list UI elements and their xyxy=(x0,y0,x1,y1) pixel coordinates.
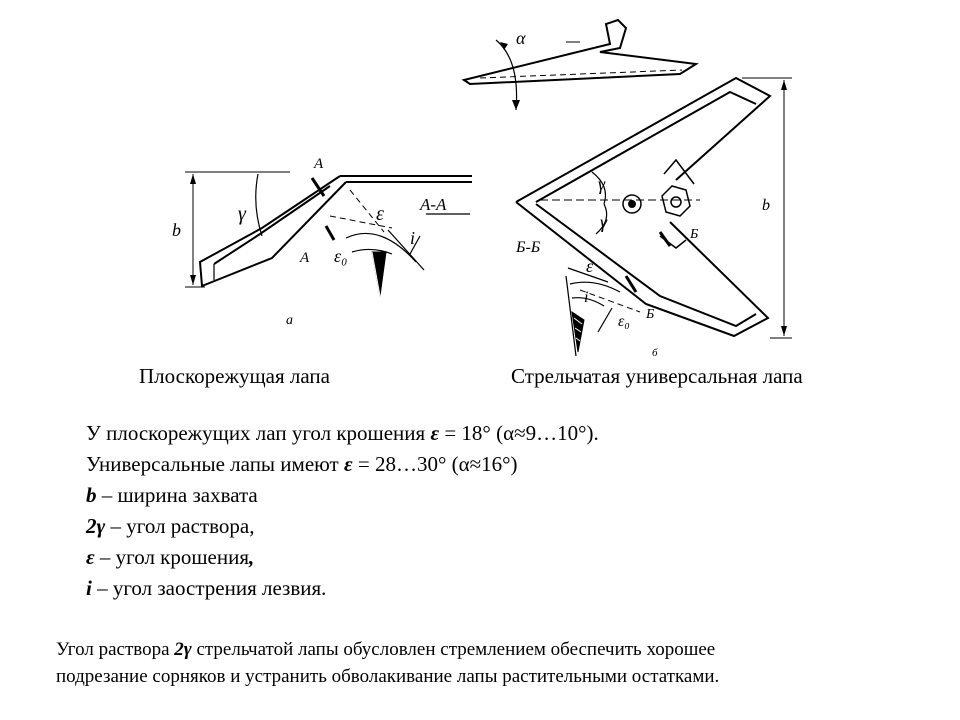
label-section-aa: A-A xyxy=(419,195,447,214)
2gamma-symbol: 2γ xyxy=(86,514,106,538)
line-flat-paw-angle: У плоскорежущих лап угол крошения ε = 18… xyxy=(86,418,599,449)
label-B-right-2: Б xyxy=(645,307,654,322)
label-B-right-1: Б xyxy=(689,227,698,242)
caption-arrow-paw: Стрельчатая универсальная лапа xyxy=(511,364,803,388)
side-view-drawing xyxy=(461,18,699,111)
line-text: У плоскорежущих лап угол крошения xyxy=(86,421,431,445)
note-text: Угол раствора xyxy=(56,639,175,660)
line-rest: – угол раствора, xyxy=(105,514,255,538)
label-A-top: A xyxy=(313,156,324,172)
label-A-bottom: A xyxy=(299,250,310,266)
note-line-2: подрезание сорняков и устранить обволаки… xyxy=(56,666,720,687)
line-def-b: b – ширина захвата xyxy=(86,480,599,511)
caption-flat-cutting-paw: Плоскорежущая лапа xyxy=(139,364,330,388)
line-universal-paw-angle: Универсальные лапы имеют ε = 28…30° (α≈1… xyxy=(86,449,599,480)
label-eps-left: ε xyxy=(376,203,384,225)
line-rest: – ширина захвата xyxy=(96,483,258,507)
label-b-small: б xyxy=(652,347,658,359)
epsilon-symbol: ε xyxy=(430,421,440,445)
label-a-left: a xyxy=(286,313,293,328)
line-def-epsilon: ε – угол крошения, xyxy=(86,542,599,573)
technical-drawing: A A A-A b γ ε ε₀ i a α xyxy=(172,18,792,359)
note-line-1: Угол раствора 2γ стрельчатой лапы обусло… xyxy=(56,636,916,663)
line-rest: = 18° (α≈9…10°). xyxy=(439,421,599,445)
label-gamma-right-2: γ xyxy=(600,212,608,232)
line-rest: – угол крошения xyxy=(94,545,249,569)
comma-mark: , xyxy=(249,545,255,569)
flat-cutting-paw-drawing xyxy=(185,171,472,297)
note-text: стрельчатой лапы обусловлен стремлением … xyxy=(191,639,716,660)
label-eps-right: ε xyxy=(586,256,594,276)
i-symbol: i xyxy=(86,576,92,600)
epsilon-symbol: ε xyxy=(343,452,353,476)
label-alpha: α xyxy=(516,28,526,48)
line-rest: – угол заострения лезвия. xyxy=(91,576,327,600)
line-rest: = 28…30° (α≈16°) xyxy=(352,452,518,476)
label-b-left: b xyxy=(172,220,181,240)
label-i-right: i xyxy=(584,289,588,306)
label-gamma-left: γ xyxy=(238,203,247,225)
line-def-2gamma: 2γ – угол раствора, xyxy=(86,511,599,542)
label-eps0-left: ε₀ xyxy=(334,246,347,266)
line-def-i: i – угол заострения лезвия. xyxy=(86,573,599,604)
label-gamma-right-1: γ xyxy=(598,174,606,194)
line-text: Универсальные лапы имеют xyxy=(86,452,344,476)
epsilon-symbol: ε xyxy=(86,545,95,569)
definitions-block: У плоскорежущих лап угол крошения ε = 18… xyxy=(86,418,599,604)
label-section-bb: Б-Б xyxy=(515,239,541,256)
b-symbol: b xyxy=(86,483,97,507)
2gamma-symbol: 2γ xyxy=(174,639,192,660)
label-eps0-right: ε₀ xyxy=(618,313,630,330)
explanatory-note: Угол раствора 2γ стрельчатой лапы обусло… xyxy=(56,636,916,690)
arrow-paw-drawing xyxy=(515,76,792,357)
label-b-right: b xyxy=(762,197,770,214)
label-i-left: i xyxy=(410,228,415,248)
